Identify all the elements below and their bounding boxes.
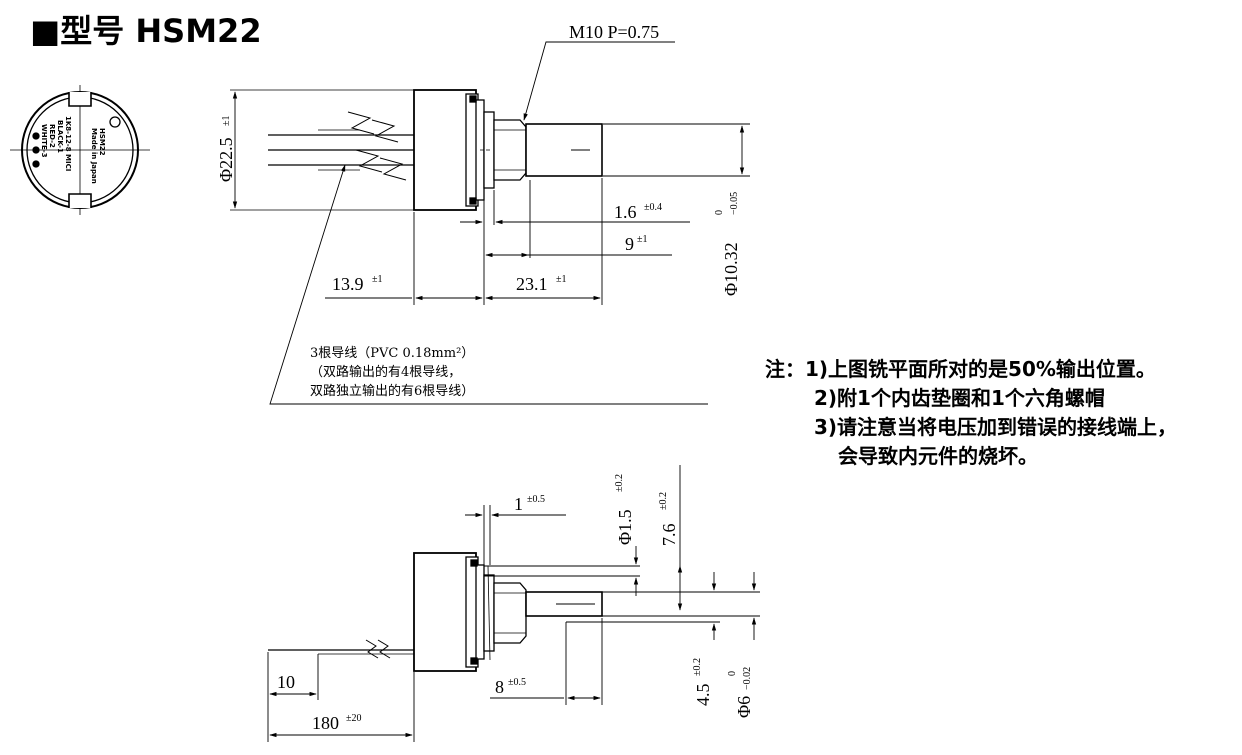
- lead-note-line: 双路独立输出的有6根导线）: [310, 384, 475, 399]
- face-line-model: HSM22: [98, 128, 106, 156]
- dim-23-1: 23.1: [516, 274, 548, 294]
- body-dia-label: Φ22.5: [216, 137, 236, 182]
- shaft-dia-tol-up: 0: [714, 210, 725, 215]
- dim-9-tol: ±1: [637, 234, 648, 245]
- face-line-code: 1K8-12-8 MICI: [64, 116, 72, 171]
- dim-8: 8: [495, 677, 504, 697]
- note-3-cont: 会导致内元件的烧坏。: [838, 444, 1038, 468]
- dim-8-tol: ±0.5: [508, 677, 526, 688]
- lead-note-line: 3根导线（PVC 0.18mm²）: [310, 346, 475, 361]
- shaft-dia-label: Φ10.32: [721, 242, 741, 296]
- front-view-markings: HSM22 Made in Japan 1K8-12-8 MICI BLACK-…: [40, 116, 106, 184]
- dim-23-1-tol: ±1: [556, 274, 567, 285]
- front-view: [10, 85, 150, 215]
- dim-13-9-tol: ±1: [372, 274, 383, 285]
- face-line-black: BLACK-1: [56, 120, 64, 153]
- dim-phi6-tol-up: 0: [727, 671, 738, 676]
- side-view-top-dimensions: [232, 41, 750, 405]
- lead-wire-note: 3根导线（PVC 0.18mm²） （双路输出的有4根导线， 双路独立输出的有6…: [310, 344, 474, 401]
- face-line-white: WHITE-3: [40, 124, 48, 158]
- dim-10: 10: [277, 672, 295, 692]
- dim-phi1-5: Φ1.5: [615, 509, 635, 545]
- face-line-origin: Made in Japan: [90, 128, 98, 184]
- dim-9: 9: [625, 234, 634, 254]
- dim-180-tol: ±20: [346, 713, 362, 724]
- dim-1: 1: [514, 494, 523, 514]
- side-view-top: [230, 89, 603, 211]
- side-view-bottom: [268, 552, 603, 672]
- side-view-bottom-labels: 1 ±0.5 Φ1.5 ±0.2 7.6 ±0.2 4.5 ±0.2 Φ6 0 …: [277, 474, 754, 733]
- notes-block: 注：1)上图铣平面所对的是50%输出位置。 2)附1个内齿垫圈和1个六角螺帽 3…: [765, 355, 1177, 471]
- lead-note-line: （双路输出的有4根导线，: [310, 365, 462, 380]
- shaft-dia-tol-low: −0.05: [729, 192, 740, 215]
- body-dia-tol: ±1: [221, 116, 232, 127]
- dim-phi6: Φ6: [734, 696, 754, 718]
- dim-phi6-tol-low: −0.02: [742, 667, 753, 690]
- dim-1-6-tol: ±0.4: [644, 202, 662, 213]
- side-view-top-labels: M10 P=0.75 Φ22.5 ±1 1.6 ±0.4 9 ±1 13.9 ±…: [216, 22, 741, 296]
- page-title: ■型号 HSM22: [30, 12, 262, 50]
- face-line-red: RED-2: [48, 124, 56, 148]
- side-view-bottom-dimensions: [267, 465, 760, 742]
- dim-7-6-tol: ±0.2: [658, 492, 669, 510]
- note-3: 3)请注意当将电压加到错误的接线端上，: [814, 415, 1178, 439]
- dim-4-5-tol: ±0.2: [692, 658, 703, 676]
- dim-phi1-5-tol: ±0.2: [614, 474, 625, 492]
- thread-label: M10 P=0.75: [569, 22, 659, 42]
- note-2: 2)附1个内齿垫圈和1个六角螺帽: [814, 386, 1105, 410]
- dim-13-9: 13.9: [332, 274, 364, 294]
- dim-1-6: 1.6: [614, 202, 637, 222]
- dim-7-6: 7.6: [659, 524, 679, 547]
- note-1: 注：1)上图铣平面所对的是50%输出位置。: [765, 357, 1156, 381]
- dim-4-5: 4.5: [693, 684, 713, 707]
- dim-1-tol: ±0.5: [527, 494, 545, 505]
- dim-180: 180: [312, 713, 339, 733]
